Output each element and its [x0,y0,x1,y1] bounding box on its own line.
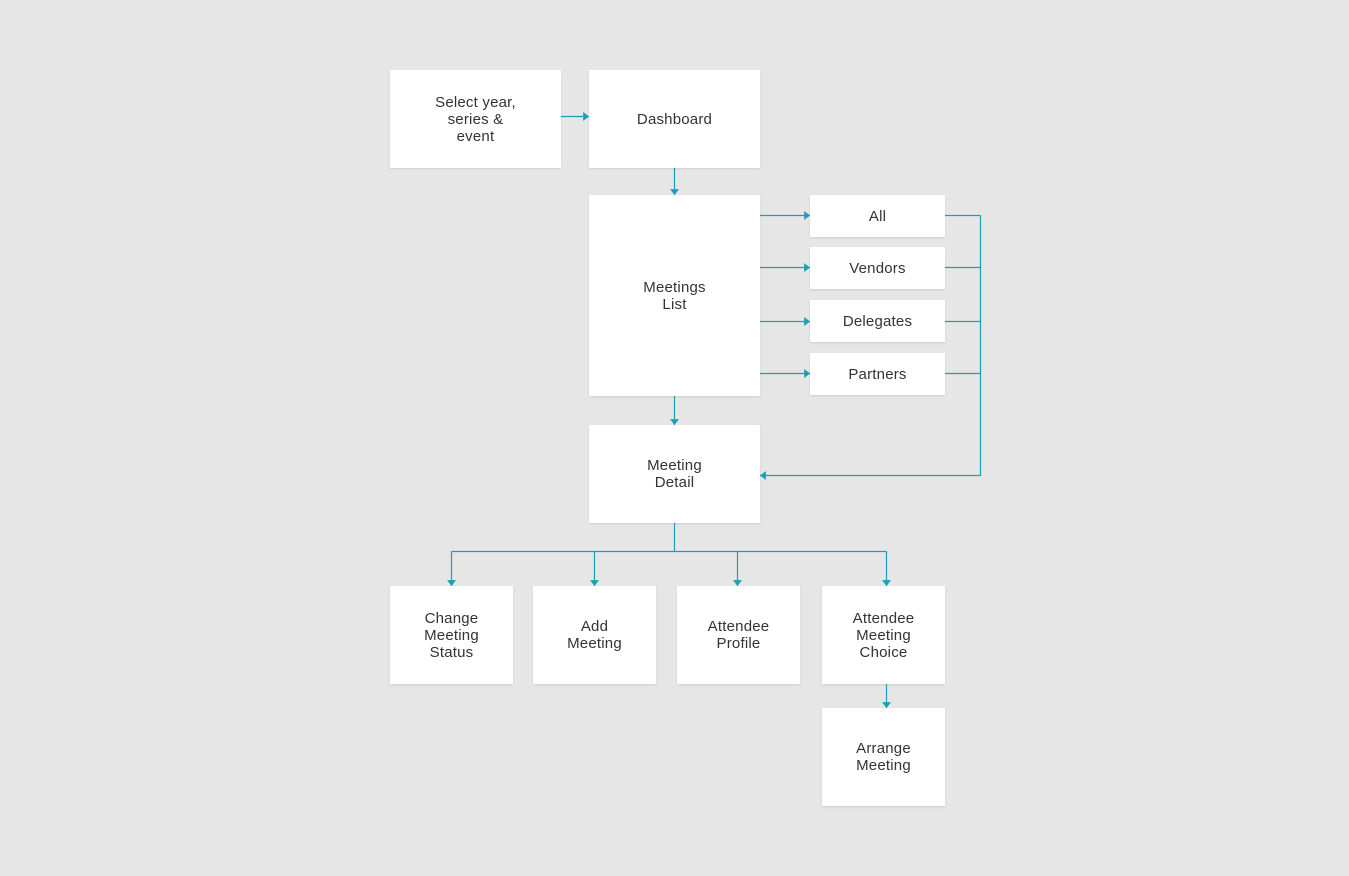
node-filter-all: All [810,195,945,237]
node-arrange-meeting: Arrange Meeting [822,708,945,806]
arrow-to-attendee-profile [733,580,742,586]
node-label: Partners [848,365,907,383]
arrow-to-change-status [447,580,456,586]
node-select-year-series-event: Select year, series & event [390,70,561,168]
node-attendee-meeting-choice: Attendee Meeting Choice [822,586,945,684]
node-label: Meetings List [643,278,706,313]
arrow-to-meetings-list [670,189,679,195]
arrow-to-vendors [804,263,810,272]
node-label: Delegates [842,312,913,330]
node-filter-delegates: Delegates [810,300,945,342]
arrow-to-meeting-detail [670,419,679,425]
node-label: Arrange Meeting [856,740,911,774]
node-meetings-list: Meetings List [589,195,760,396]
node-label: Add Meeting [567,618,622,652]
node-add-meeting: Add Meeting [533,586,656,684]
node-change-meeting-status: Change Meeting Status [390,586,513,684]
node-filter-vendors: Vendors [810,247,945,289]
node-label: Attendee Meeting Choice [852,609,915,661]
edge-bracket-to-meeting-detail [760,215,982,477]
node-meeting-detail: Meeting Detail [589,425,760,523]
node-attendee-profile: Attendee Profile [677,586,800,684]
node-label: Change Meeting Status [424,609,479,661]
node-label: Meeting Detail [647,457,702,491]
node-filter-partners: Partners [810,353,945,395]
node-dashboard: Dashboard [589,70,760,168]
arrow-to-add-meeting [590,580,599,586]
arrow-to-partners [804,369,810,378]
arrow-to-meeting-detail-side [760,471,766,480]
arrow-to-attendee-choice [882,580,891,586]
node-label: All [868,207,887,225]
arrow-to-all [804,211,810,220]
arrow-to-dashboard [583,112,589,121]
arrow-to-delegates [804,317,810,326]
node-label: Attendee Profile [707,618,770,652]
arrow-to-arrange-meeting [882,702,891,708]
node-label: Dashboard [636,110,713,128]
node-label: Select year, series & event [435,93,516,145]
node-label: Vendors [849,259,906,277]
